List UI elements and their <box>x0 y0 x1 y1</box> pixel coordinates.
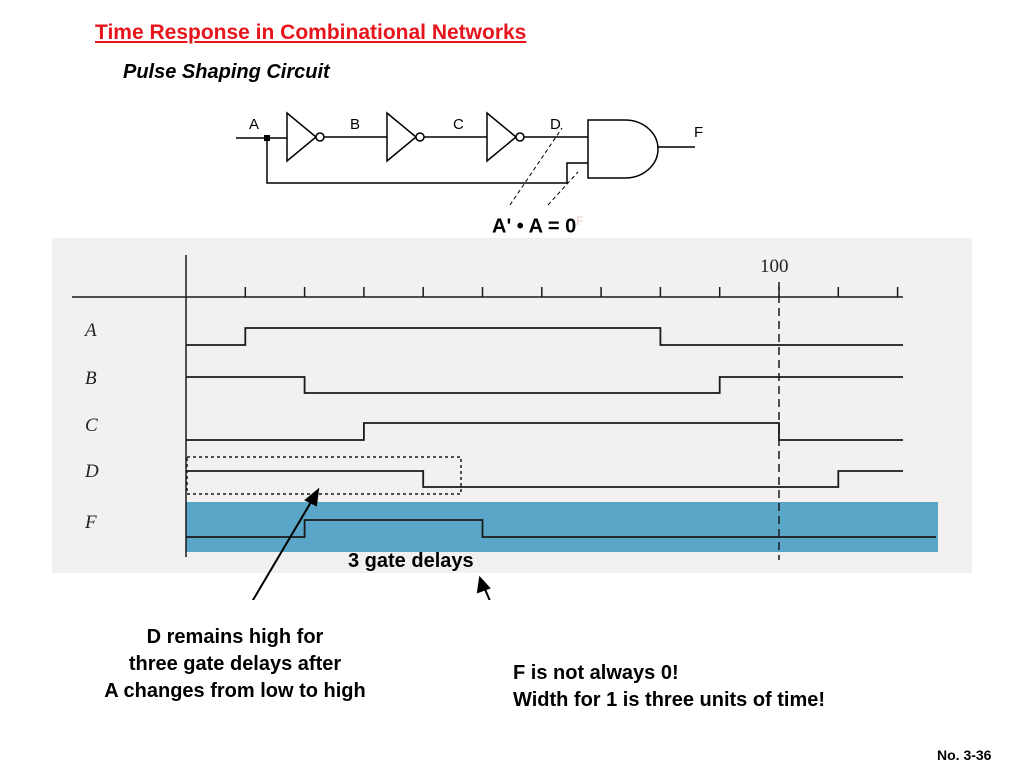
signal-label-b: B <box>85 368 97 389</box>
node-label-f: F <box>694 124 704 141</box>
arrow-d-note-head <box>304 487 320 507</box>
pointer-line-a <box>547 171 579 206</box>
pulse-shaping-circuit <box>236 111 695 206</box>
d-note-line-2: three gate delays after <box>128 653 342 675</box>
and-gate <box>587 119 659 179</box>
d-note-line-3: A changes from low to high <box>104 680 366 702</box>
gate-delays-label: 3 gate delays <box>348 550 474 572</box>
f-note: F is not always 0! Width for 1 is three … <box>513 660 825 714</box>
junction-dot <box>264 135 270 141</box>
inverter-3 <box>486 111 518 163</box>
waveform-f <box>186 519 936 538</box>
signal-label-d: D <box>85 461 99 482</box>
d-note-line-1: D remains high for <box>146 626 324 648</box>
d-note: D remains high for three gate delays aft… <box>40 624 430 705</box>
wire-a-feedback <box>266 138 588 184</box>
pointer-line-d <box>509 127 563 206</box>
signal-label-c: C <box>85 415 98 436</box>
arrow-f-note-head <box>476 575 491 594</box>
waveform-c <box>186 422 903 441</box>
f-note-line-2: Width for 1 is three units of time! <box>513 689 826 711</box>
timing-diagram <box>72 255 938 600</box>
slide-title: Time Response in Combinational Networks <box>95 21 527 44</box>
waveform-b <box>186 376 903 394</box>
signal-label-a: A <box>85 320 97 341</box>
f-note-line-1: F is not always 0! <box>513 662 679 684</box>
waveforms <box>186 327 936 538</box>
node-label-a: A <box>249 116 260 133</box>
node-label-c: C <box>453 116 464 133</box>
page-number: No. 3-36 <box>937 747 992 763</box>
equation: A' • A = 0F <box>492 214 584 239</box>
inverter-1 <box>286 111 318 163</box>
signal-label-f: F <box>85 512 97 533</box>
equation-text: A' • A = 0 <box>492 215 577 238</box>
inverter-2 <box>386 111 418 163</box>
highlight-band <box>186 502 938 552</box>
slide-subtitle: Pulse Shaping Circuit <box>123 61 330 83</box>
node-label-b: B <box>350 116 361 133</box>
time-axis <box>72 255 903 557</box>
waveform-a <box>186 327 903 346</box>
arrow-d-note <box>251 496 315 600</box>
waveform-d <box>186 470 903 488</box>
time-marker-label: 100 <box>760 256 789 277</box>
node-label-d: D <box>550 116 561 133</box>
d-high-highlight-box <box>186 456 462 495</box>
time-ticks <box>244 287 899 297</box>
arrow-f-note <box>483 586 491 600</box>
equation-mark: F <box>576 214 584 228</box>
